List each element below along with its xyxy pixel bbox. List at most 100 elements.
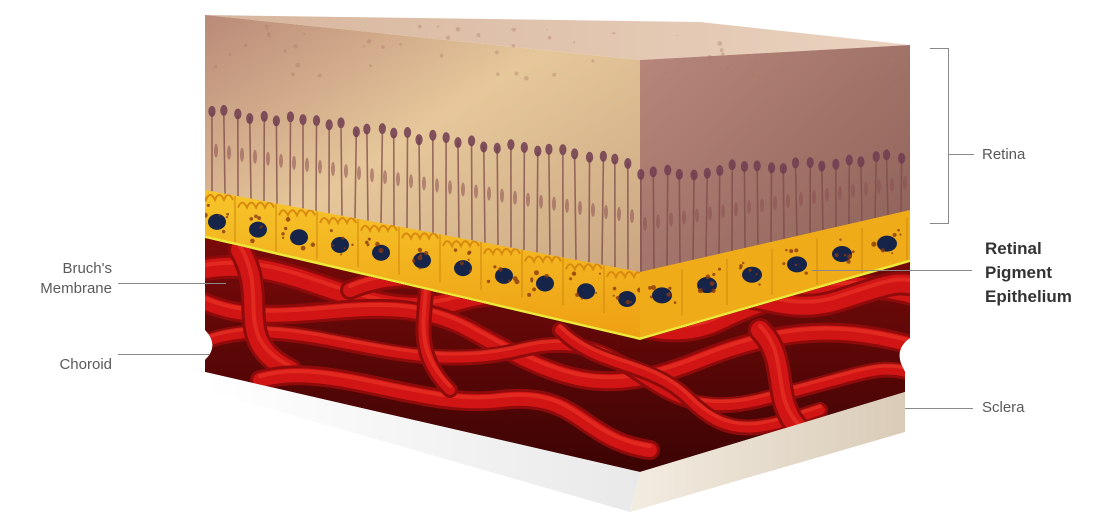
- rpe-nucleus: [877, 236, 897, 252]
- photoreceptor-segment: [487, 187, 491, 201]
- retina-speckle: [496, 72, 500, 76]
- photoreceptor-segment: [643, 217, 647, 231]
- photoreceptor-nucleus: [353, 126, 360, 137]
- melanin-granule: [785, 249, 788, 252]
- photoreceptor-segment: [591, 203, 595, 217]
- melanin-granule: [698, 288, 703, 293]
- retina-speckle: [717, 41, 722, 46]
- melanin-granule: [893, 233, 897, 237]
- photoreceptor-nucleus: [857, 156, 864, 167]
- photoreceptor-segment: [409, 174, 413, 188]
- melanin-granule: [368, 238, 371, 241]
- retina-speckle: [229, 53, 232, 56]
- retina-speckle: [476, 33, 480, 37]
- retina-speckle: [871, 52, 873, 54]
- retina-speckle: [266, 27, 269, 30]
- photoreceptor-nucleus: [468, 135, 475, 146]
- melanin-granule: [739, 264, 743, 268]
- photoreceptor-nucleus: [494, 143, 501, 154]
- photoreceptor-nucleus: [521, 142, 528, 153]
- melanin-granule: [748, 269, 751, 272]
- melanin-granule: [527, 293, 531, 297]
- photoreceptor-segment: [214, 144, 218, 158]
- melanin-granule: [706, 274, 711, 279]
- retina-speckle: [707, 55, 712, 60]
- photoreceptor-segment: [539, 195, 543, 209]
- photoreceptor-segment: [292, 156, 296, 170]
- melanin-granule: [789, 249, 793, 253]
- sclera-leader-line: [905, 408, 973, 409]
- retina-speckle: [268, 35, 270, 37]
- melanin-granule: [281, 232, 284, 235]
- retina-label: Retina: [982, 145, 1025, 164]
- melanin-granule: [899, 233, 901, 235]
- melanin-granule: [226, 216, 228, 218]
- bruchs-label-line2: Membrane: [22, 279, 112, 298]
- photoreceptor-segment: [838, 186, 842, 200]
- bruchs-leader-line: [118, 283, 226, 284]
- melanin-granule: [794, 248, 798, 252]
- melanin-granule: [650, 295, 653, 298]
- photoreceptor-nucleus: [404, 127, 411, 138]
- melanin-granule: [311, 243, 315, 247]
- photoreceptor-nucleus: [600, 151, 607, 162]
- melanin-granule: [498, 267, 503, 272]
- photoreceptor-stalk: [679, 174, 680, 263]
- melanin-granule: [343, 247, 345, 249]
- retina-speckle: [291, 72, 295, 76]
- photoreceptor-segment: [760, 198, 764, 212]
- photoreceptor-nucleus: [443, 132, 450, 143]
- melanin-granule: [284, 227, 287, 230]
- melanin-granule: [835, 253, 839, 257]
- photoreceptor-stalk: [419, 138, 420, 231]
- retina-speckle: [892, 60, 894, 62]
- photoreceptor-segment: [851, 184, 855, 198]
- photoreceptor-nucleus: [313, 115, 320, 126]
- photoreceptor-nucleus: [299, 114, 306, 125]
- bruchs-label-line1: Bruch's: [22, 259, 112, 278]
- photoreceptor-stalk: [719, 171, 720, 253]
- melanin-granule: [420, 254, 423, 257]
- photoreceptor-stalk: [693, 173, 694, 260]
- melanin-granule: [301, 246, 306, 251]
- retina-speckle: [456, 27, 461, 32]
- retina-speckle: [524, 76, 529, 81]
- photoreceptor-segment: [812, 190, 816, 204]
- retina-speckle: [267, 32, 270, 35]
- photoreceptor-nucleus: [429, 130, 436, 141]
- photoreceptor-nucleus: [883, 149, 890, 160]
- rpe-leader-line: [812, 270, 972, 271]
- melanin-granule: [469, 270, 472, 273]
- photoreceptor-segment: [890, 178, 894, 192]
- photoreceptor-nucleus: [545, 144, 552, 155]
- rpe-nucleus: [208, 214, 226, 230]
- photoreceptor-segment: [695, 208, 699, 222]
- retina-speckle: [834, 52, 837, 55]
- photoreceptor-nucleus: [261, 111, 268, 122]
- photoreceptor-segment: [370, 168, 374, 182]
- melanin-granule: [250, 239, 255, 244]
- photoreceptor-nucleus: [326, 119, 333, 130]
- retina-speckle: [664, 71, 667, 74]
- photoreceptor-nucleus: [832, 159, 839, 170]
- retina-speckle: [835, 56, 838, 59]
- photoreceptor-segment: [617, 207, 621, 221]
- melanin-granule: [805, 272, 808, 275]
- retina-speckle: [782, 70, 784, 72]
- melanin-granule: [613, 287, 617, 291]
- photoreceptor-stalk: [653, 176, 654, 269]
- photoreceptor-nucleus: [676, 169, 683, 180]
- photoreceptor-stalk: [783, 167, 784, 239]
- melanin-granule: [795, 264, 797, 266]
- retina-speckle: [511, 44, 515, 48]
- photoreceptor-stalk: [407, 136, 408, 228]
- melanin-granule: [203, 213, 208, 218]
- photoreceptor-segment: [682, 211, 686, 225]
- retina-speckle: [244, 44, 247, 47]
- photoreceptor-stalk: [276, 121, 277, 204]
- retina-speckle: [514, 71, 518, 75]
- melanin-granule: [493, 265, 496, 268]
- photoreceptor-segment: [526, 193, 530, 207]
- photoreceptor-segment: [253, 150, 257, 164]
- melanin-granule: [254, 215, 258, 219]
